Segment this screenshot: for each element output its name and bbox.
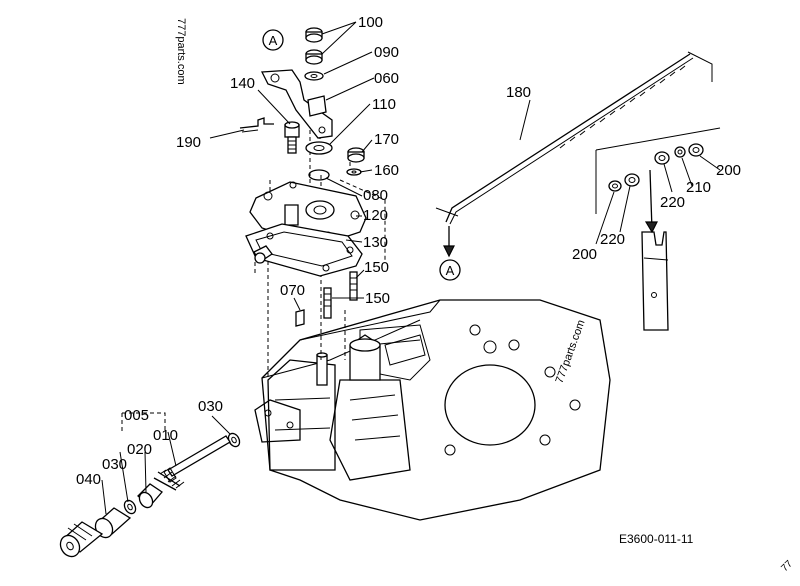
- callout-210: 210: [686, 179, 711, 196]
- callout-200a: 200: [716, 162, 741, 179]
- nut-170: [347, 147, 365, 163]
- callout-100: 100: [358, 14, 383, 31]
- callout-080: 080: [363, 187, 388, 204]
- stud-150-lower: [323, 287, 332, 319]
- callout-220a: 220: [660, 194, 685, 211]
- callout-220b: 220: [600, 231, 625, 248]
- washer-090: [304, 71, 324, 81]
- collar-020: [137, 483, 163, 509]
- engine-block: [254, 299, 611, 521]
- callout-110: 110: [372, 96, 396, 113]
- shaft-010: [153, 435, 231, 491]
- leader-lines: [101, 21, 721, 515]
- link-plate: [641, 231, 669, 331]
- rod-180: [435, 53, 694, 225]
- nut-200-left: [608, 180, 622, 192]
- callout-190: 190: [176, 134, 201, 151]
- bolt-140: [284, 121, 300, 154]
- ref-mark-a-bottom: A: [439, 259, 461, 281]
- washer-030-lower: [123, 499, 137, 515]
- callout-160: 160: [374, 162, 399, 179]
- callout-020: 020: [127, 441, 152, 458]
- ref-mark-a-top-label: A: [269, 33, 278, 48]
- gasket-130: [245, 223, 363, 277]
- rod-panel: [687, 51, 713, 82]
- callout-140: 140: [230, 75, 255, 92]
- clip-190: [239, 117, 274, 133]
- stud-150-upper: [349, 271, 358, 301]
- callout-180: 180: [506, 84, 531, 101]
- callout-130: 130: [363, 234, 388, 251]
- washer-210: [674, 146, 686, 158]
- callout-040: 040: [76, 471, 101, 488]
- callout-030a: 030: [198, 398, 223, 415]
- o-ring-080: [308, 169, 330, 181]
- callout-120: 120: [363, 207, 388, 224]
- callout-170: 170: [374, 131, 399, 148]
- callout-005: 005: [124, 407, 149, 424]
- sleeve-040a: [94, 507, 132, 539]
- callout-060: 060: [374, 70, 399, 87]
- figure-code: E3600-011-11: [619, 532, 694, 546]
- washer-220-right: [654, 151, 670, 165]
- sleeve-040b: [59, 521, 104, 558]
- callout-150b: 150: [365, 290, 390, 307]
- nut-200-right: [688, 143, 704, 157]
- washer-160: [346, 168, 362, 176]
- ref-arrow-rod: [443, 226, 455, 258]
- lever-060: [260, 69, 333, 139]
- nut-100-lower: [305, 49, 323, 65]
- washer-110: [305, 141, 333, 155]
- watermark-top: 777parts.com: [175, 18, 187, 85]
- arrow-to-plate: [644, 169, 658, 234]
- callout-090: 090: [374, 44, 399, 61]
- ref-mark-a-top: A: [262, 29, 284, 51]
- callout-200b: 200: [572, 246, 597, 263]
- corner-mark: 77: [779, 558, 795, 574]
- callout-labels: 100 090 060 110 140 190 170 160 080 120 130 150 150 0…: [76, 14, 741, 488]
- washer-220-left: [624, 173, 640, 187]
- callout-070: 070: [280, 282, 305, 299]
- hardware-panel: [595, 127, 721, 214]
- ref-mark-a-bottom-label: A: [446, 263, 455, 278]
- watermark-center: 777parts.com: [554, 318, 588, 385]
- callout-010: 010: [153, 427, 178, 444]
- nut-100-upper: [305, 27, 323, 43]
- key-070: [295, 309, 305, 327]
- callout-030b: 030: [102, 456, 127, 473]
- callout-150a: 150: [364, 259, 389, 276]
